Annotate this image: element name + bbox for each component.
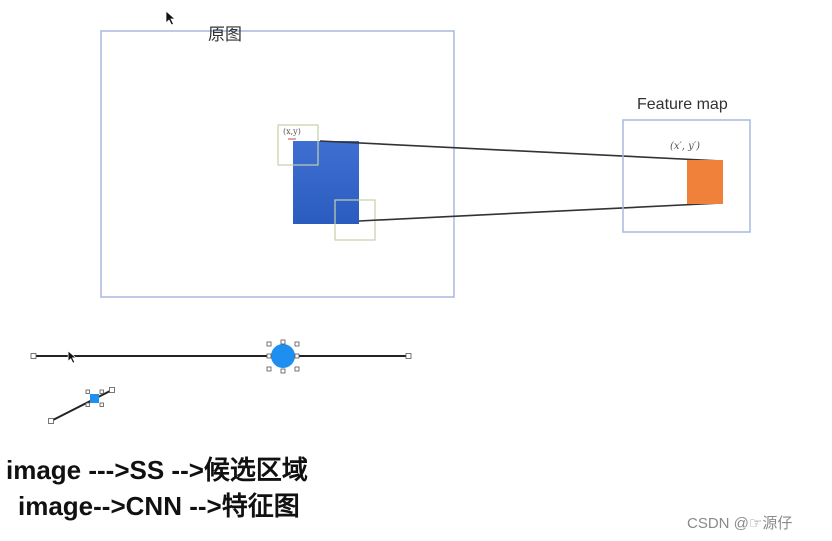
small-slider-end-right[interactable] <box>109 387 115 393</box>
cursor-arrow-icon <box>67 350 77 364</box>
caption-line-ss: image --->SS -->候选区域 <box>6 455 308 485</box>
feature-map-label: Feature map <box>637 96 728 113</box>
caption-line-cnn: image-->CNN -->特征图 <box>18 491 300 521</box>
slider-handle-icon[interactable] <box>271 344 295 368</box>
small-slider-handle-icon[interactable] <box>90 394 99 403</box>
small-slider-widget[interactable] <box>48 387 115 424</box>
small-slider-end-left[interactable] <box>48 418 54 424</box>
roi-region <box>293 141 359 224</box>
watermark-credit: CSDN @☞源仔 <box>687 515 793 532</box>
top-left-anchor-box <box>277 124 319 166</box>
feature-coord-label: (x′, y′) <box>670 141 700 152</box>
feature-region <box>687 160 723 204</box>
original-coord-label: (x,y) <box>283 127 301 136</box>
feature-map-frame <box>622 119 751 233</box>
projection-line-bottom <box>358 202 723 222</box>
slider-handle-selection <box>266 339 300 374</box>
slider-end-right-handle[interactable] <box>405 353 412 359</box>
projection-line-top <box>319 140 723 162</box>
original-image-frame <box>100 30 455 298</box>
slider-end-left-handle[interactable] <box>30 353 37 359</box>
slider-widget[interactable] <box>30 339 412 374</box>
original-image-label: 原图 <box>208 25 242 45</box>
small-slider-track[interactable] <box>50 389 113 422</box>
cursor-arrow-icon <box>165 10 177 26</box>
